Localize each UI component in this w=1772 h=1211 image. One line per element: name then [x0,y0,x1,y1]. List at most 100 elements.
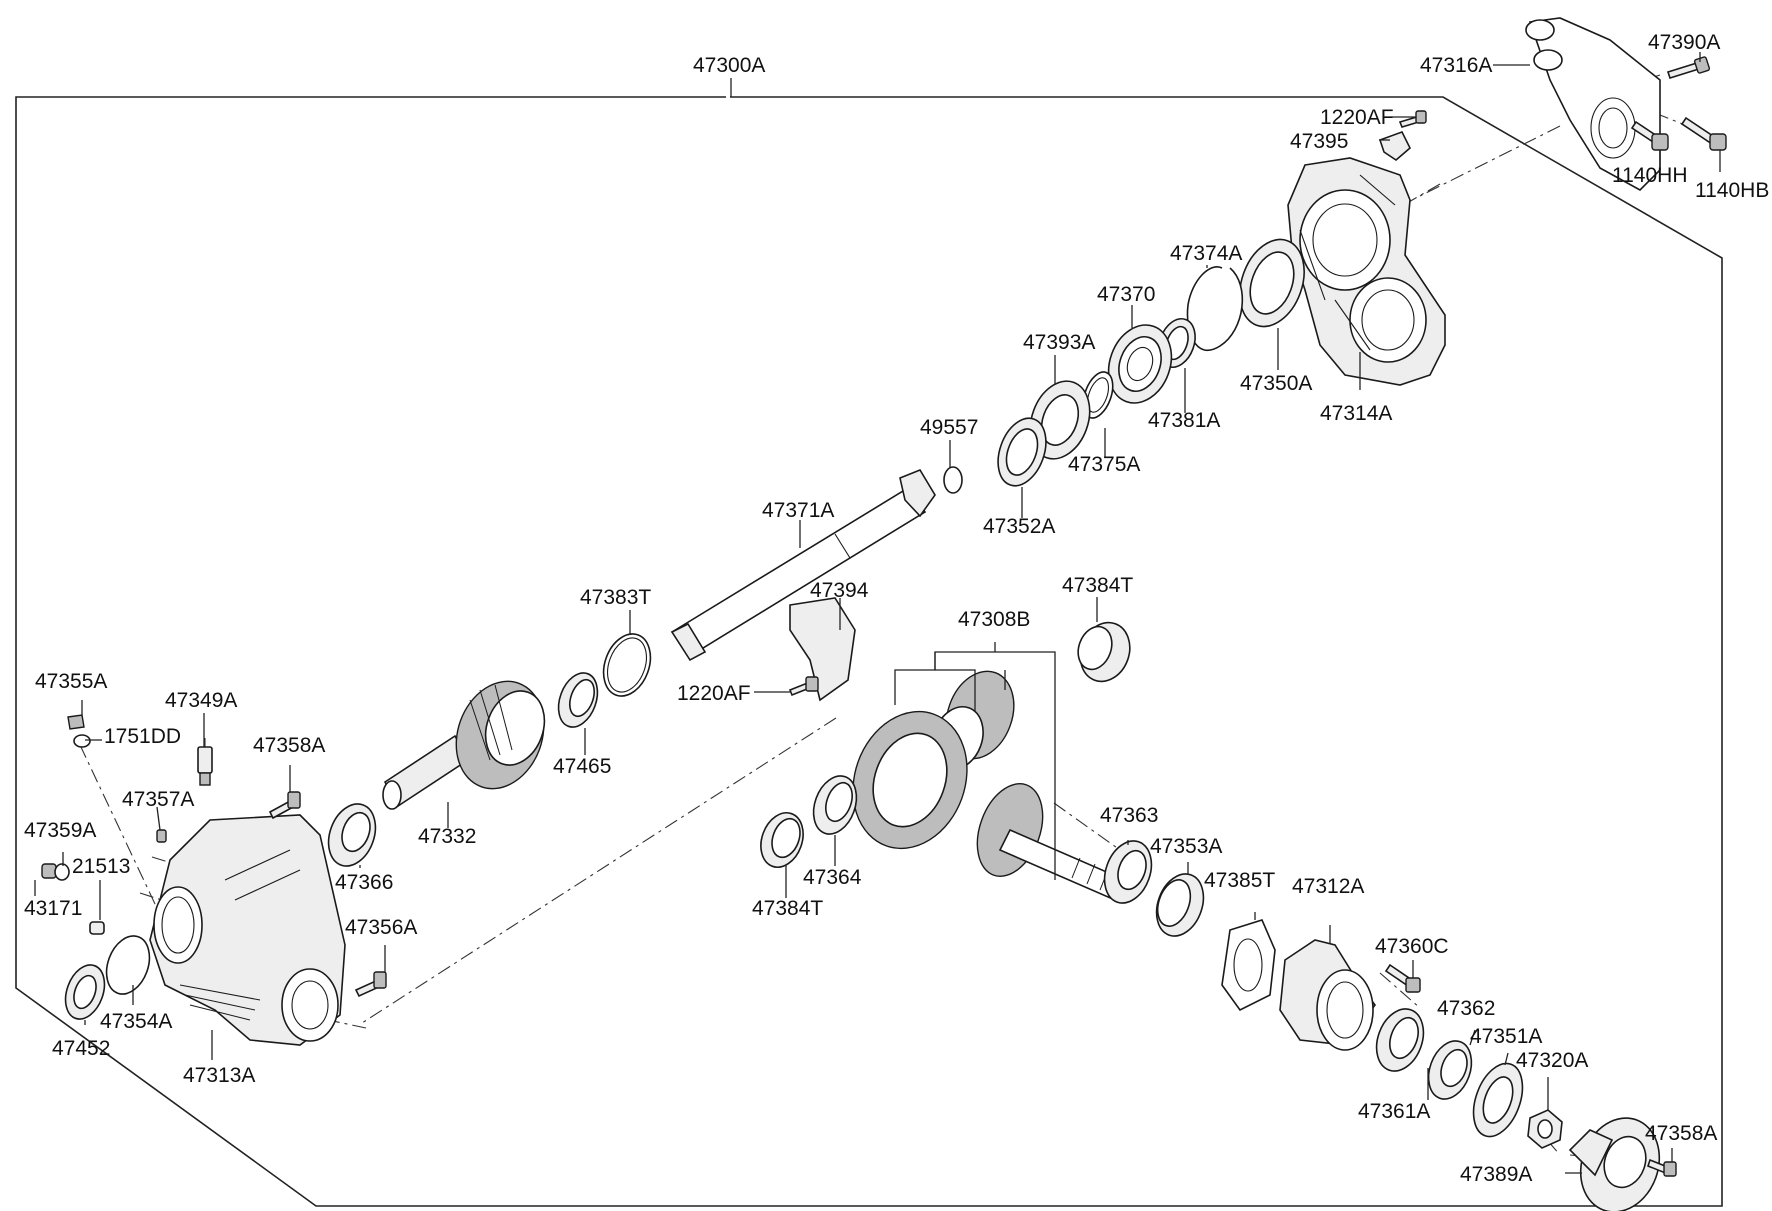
label-47394[interactable]: 47394 [810,579,869,602]
bolt-47360C[interactable] [1384,963,1421,993]
label-47357A[interactable]: 47357A [122,788,194,811]
pin-47357A[interactable] [156,829,167,843]
label-47452[interactable]: 47452 [52,1037,110,1060]
bearing-47364[interactable] [806,770,864,840]
seal-47361A[interactable] [1368,1002,1431,1077]
label-47366[interactable]: 47366 [335,871,393,894]
label-47359A[interactable]: 47359A [24,819,96,842]
label-1220AF-top[interactable]: 1220AF [1320,106,1394,129]
label-47363[interactable]: 47363 [1100,804,1158,827]
label-47370[interactable]: 47370 [1097,283,1155,306]
label-47381A[interactable]: 47381A [1148,409,1220,432]
bearing-47370[interactable] [1098,316,1182,412]
bolt-47356A[interactable] [354,971,387,998]
nut-47320A[interactable] [1527,1109,1563,1149]
label-47350A[interactable]: 47350A [1240,372,1312,395]
bolt-1140HH[interactable] [1630,120,1669,151]
label-47384T-top[interactable]: 47384T [1062,574,1133,597]
label-47312A[interactable]: 47312A [1292,875,1364,898]
label-47360C[interactable]: 47360C [1375,935,1449,958]
label-47374A[interactable]: 47374A [1170,242,1242,265]
seal-47350A[interactable] [1228,230,1315,335]
label-47364[interactable]: 47364 [803,866,862,889]
label-47389A[interactable]: 47389A [1460,1163,1532,1186]
label-47353A[interactable]: 47353A [1150,835,1222,858]
gear-set-47308B[interactable] [834,662,1127,902]
label-47375A[interactable]: 47375A [1068,453,1140,476]
label-47395[interactable]: 47395 [1290,130,1348,153]
label-47383T[interactable]: 47383T [580,586,651,609]
gasket-47385T[interactable] [1221,919,1276,1012]
label-47393A[interactable]: 47393A [1023,331,1095,354]
bolt-47358A-left[interactable] [268,791,301,820]
washer-21513[interactable] [54,863,70,881]
label-47385T[interactable]: 47385T [1204,869,1275,892]
label-47308B[interactable]: 47308B [958,608,1030,631]
race-47384T-bot[interactable] [754,807,811,873]
plug-47355A[interactable] [67,714,91,748]
label-47356A[interactable]: 47356A [345,916,417,939]
plug-47359A[interactable] [41,863,57,879]
leader-lines [34,52,1721,1174]
label-1751DD[interactable]: 1751DD [104,725,181,748]
bolt-1220AF-mid[interactable] [788,676,819,697]
front-case-47313A[interactable] [149,814,346,1046]
label-49557[interactable]: 49557 [920,416,978,439]
label-43171[interactable]: 43171 [24,897,82,920]
o-ring-47383T[interactable] [595,627,658,702]
label-47354A[interactable]: 47354A [100,1010,172,1033]
pin-43171[interactable] [89,921,105,935]
label-1140HH[interactable]: 1140HH [1612,164,1688,187]
clip-47395[interactable] [1378,131,1411,162]
part-labels: 47390A 47316A 1220AF 47395 1140HH 1140HB… [24,31,1769,1186]
bearing-47366[interactable] [320,797,383,872]
ring-49557[interactable] [943,466,963,494]
label-47390A[interactable]: 47390A [1648,31,1720,54]
label-47362[interactable]: 47362 [1437,997,1495,1020]
bracket-47394[interactable] [789,597,856,702]
race-47353A[interactable] [1148,867,1211,942]
label-47349A[interactable]: 47349A [165,689,237,712]
seal-47351A[interactable] [1464,1057,1531,1143]
sensor-47349A[interactable] [197,746,213,786]
rear-cover-47314A[interactable] [1287,157,1446,386]
bolt-47390A[interactable] [1666,56,1711,79]
o-ring-47354A[interactable] [99,930,157,1000]
label-47358A-right[interactable]: 47358A [1645,1122,1717,1145]
bolt-1140HB[interactable] [1680,116,1727,151]
label-47352A[interactable]: 47352A [983,515,1055,538]
housing-47312A[interactable] [1279,939,1376,1051]
label-47371A[interactable]: 47371A [762,499,834,522]
label-47361A[interactable]: 47361A [1358,1100,1430,1123]
label-47314A[interactable]: 47314A [1320,402,1392,425]
label-47332[interactable]: 47332 [418,825,476,848]
assembly-frame: 47300A [15,54,1723,1207]
label-47313A[interactable]: 47313A [183,1064,255,1087]
bolt-1220AF-top[interactable] [1398,110,1427,128]
label-47465[interactable]: 47465 [553,755,611,778]
rear-bracket-47316A[interactable] [1525,17,1661,191]
seal-47352A[interactable] [989,412,1054,493]
label-1140HB[interactable]: 1140HB [1695,179,1769,202]
label-47316A[interactable]: 47316A [1420,54,1492,77]
seal-47452[interactable] [59,960,112,1025]
bearing-47363[interactable] [1096,834,1159,909]
label-47355A[interactable]: 47355A [35,670,107,693]
bearing-47465[interactable] [552,668,605,733]
snap-ring-47374A[interactable] [1186,266,1244,352]
bolt-47358A-right[interactable] [1647,1158,1677,1177]
label-47358A-left[interactable]: 47358A [253,734,325,757]
label-47384T-bot[interactable]: 47384T [752,897,823,920]
label-47320A[interactable]: 47320A [1516,1049,1588,1072]
label-47300A[interactable]: 47300A [693,54,765,77]
label-21513[interactable]: 21513 [72,855,130,878]
snap-ring-47375A[interactable] [1078,368,1119,422]
gear-47332[interactable] [382,669,558,810]
label-1220AF-mid[interactable]: 1220AF [677,682,751,705]
shaft-47371A[interactable] [670,469,936,662]
bearing-47362[interactable] [1421,1035,1479,1105]
label-47351A[interactable]: 47351A [1470,1025,1542,1048]
flange-47389A[interactable] [1568,1107,1672,1211]
race-47384T-top[interactable] [1072,616,1138,689]
